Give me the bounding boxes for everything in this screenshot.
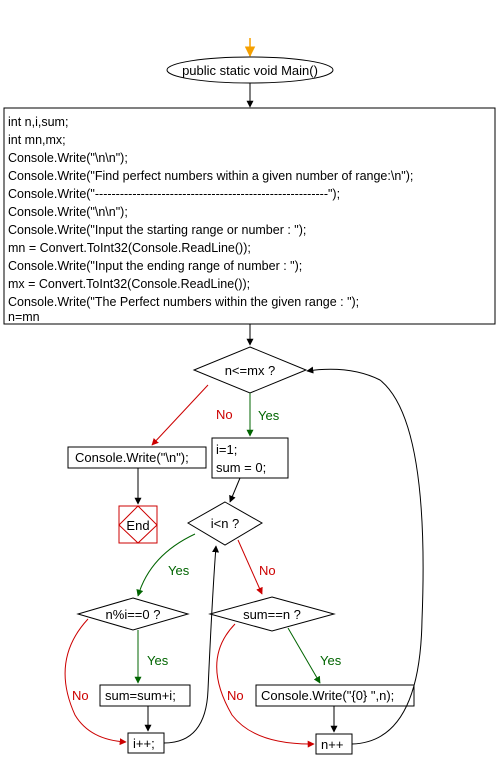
init-line: Console.Write("Find perfect numbers with… (8, 169, 413, 183)
start-label: public static void Main() (182, 63, 318, 78)
increment-i-label: i++; (133, 736, 155, 751)
init-line: Console.Write("The Perfect numbers withi… (8, 295, 359, 309)
perfect-condition-node: sum==n ? (208, 596, 336, 632)
init-line: Console.Write("\n\n"); (8, 205, 128, 219)
init-line: Console.Write("Input the ending range of… (8, 259, 302, 273)
perfect-yes-label: Yes (320, 653, 342, 668)
arrow-mod-no (64, 618, 127, 746)
inner-condition-node: i<n ? (187, 501, 263, 546)
init-line: mx = Convert.ToInt32(Console.ReadLine())… (8, 277, 250, 291)
sum-update-label: sum=sum+i; (105, 688, 176, 703)
inner-yes-label: Yes (168, 563, 190, 578)
outer-condition-label: n<=mx ? (225, 363, 276, 378)
init-block: int n,i,sum; int mn,mx; Console.Write("\… (3, 107, 496, 325)
arrow-inner-no (237, 539, 263, 595)
arrow-perfect-no (216, 623, 315, 748)
mod-no-label: No (72, 688, 89, 703)
init-line: mn = Convert.ToInt32(Console.ReadLine())… (8, 241, 251, 255)
init-line: int n,i,sum; (8, 115, 68, 129)
print-newline-label: Console.Write("\n"); (75, 450, 189, 465)
outer-yes-label: Yes (258, 408, 280, 423)
perfect-no-label: No (227, 688, 244, 703)
init-line: Console.Write("\n\n"); (8, 151, 128, 165)
arrow-increment-i-loop (163, 545, 220, 744)
end-label: End (126, 518, 149, 533)
init-line: n=mn (8, 310, 40, 324)
print-number-node: Console.Write("{0} ",n); (255, 684, 415, 707)
arrow-init-loop-to-inner (229, 477, 241, 503)
init-line: Console.Write("Input the starting range … (8, 223, 306, 237)
print-number-label: Console.Write("{0} ",n); (261, 688, 394, 703)
outer-no-label: No (216, 407, 233, 422)
mod-condition-node: n%i==0 ? (76, 597, 190, 631)
increment-n-node: n++ (315, 733, 353, 755)
increment-n-label: n++ (321, 737, 343, 752)
arrow-outer-no (151, 384, 209, 446)
start-node: public static void Main() (166, 56, 334, 84)
init-line: int mn,mx; (8, 133, 66, 147)
init-loop-line: sum = 0; (216, 460, 266, 475)
sum-update-node: sum=sum+i; (99, 684, 191, 707)
arrow-inner-yes (136, 533, 196, 597)
init-loop-node: i=1; sum = 0; (211, 437, 289, 479)
perfect-condition-label: sum==n ? (243, 607, 301, 622)
outer-condition-node: n<=mx ? (192, 346, 308, 394)
print-newline-node: Console.Write("\n"); (67, 446, 207, 469)
init-loop-line: i=1; (216, 442, 237, 457)
arrow-increment-n-loop (306, 366, 424, 745)
end-node: End (118, 505, 158, 544)
inner-no-label: No (259, 563, 276, 578)
increment-i-node: i++; (127, 732, 165, 754)
init-line: Console.Write("-------------------------… (8, 187, 340, 201)
arrow-perfect-yes (287, 627, 321, 684)
mod-condition-label: n%i==0 ? (106, 607, 161, 622)
mod-yes-label: Yes (147, 653, 169, 668)
inner-condition-label: i<n ? (211, 516, 240, 531)
